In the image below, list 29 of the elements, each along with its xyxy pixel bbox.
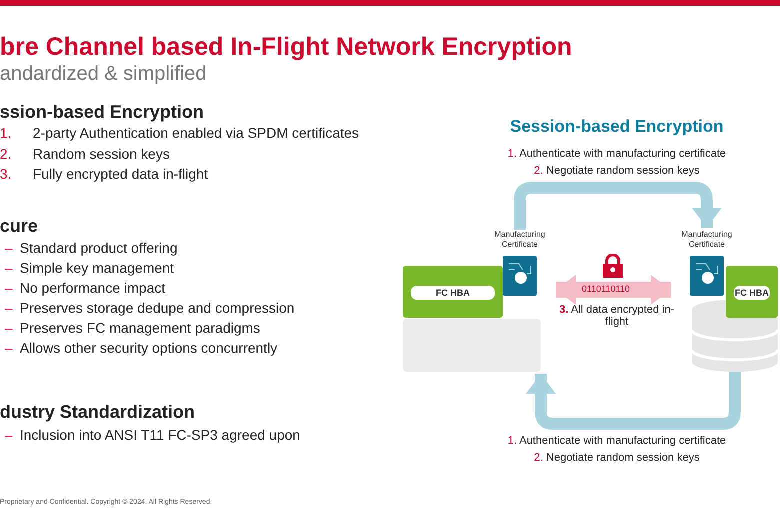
step-text: 3. All data encrypted in-flight	[558, 304, 676, 328]
step-text: 1. Authenticate with manufacturing certificate	[508, 148, 726, 160]
diagram-heading: Session-based Encryption	[510, 117, 724, 137]
edge-label: 0110110110	[580, 284, 632, 294]
section-heading: dustry Standardization	[0, 402, 196, 423]
server-chassis	[403, 319, 541, 372]
step-text: 2. Negotiate random session keys	[534, 452, 700, 464]
bullet-item: – Inclusion into ANSI T11 FC-SP3 agreed upon	[5, 427, 300, 443]
certificate-caption: Manufacturing Certificate	[680, 230, 734, 250]
bullet-item: – Simple key management	[5, 260, 174, 276]
bullet-item: – No performance impact	[5, 280, 166, 296]
step-text: 2. Negotiate random session keys	[534, 165, 700, 177]
card-label: FC HBA	[734, 286, 770, 300]
certificate-caption: Manufacturing Certificate	[494, 230, 546, 250]
bullet-item: – Standard product offering	[5, 240, 178, 256]
subtitle: andardized & simplified	[0, 63, 207, 86]
numbered-item: 1. 2-party Authentication enabled via SPDM certificates	[0, 125, 360, 141]
slide-title: bre Channel based In-Flight Network Encryption	[0, 33, 572, 62]
section-heading: cure	[0, 216, 38, 237]
bullet-item: – Preserves storage dedupe and compression	[5, 300, 295, 316]
section-heading: ssion-based Encryption	[0, 102, 204, 123]
numbered-item: 3. Fully encrypted data in-flight	[0, 166, 208, 182]
bullet-item: – Allows other security options concurrently	[5, 340, 278, 356]
card-label: FC HBA	[411, 286, 495, 300]
bullet-item: – Preserves FC management paradigms	[5, 320, 260, 336]
hba-card	[403, 266, 503, 318]
step-text: 1. Authenticate with manufacturing certificate	[508, 435, 726, 447]
numbered-item: 2. Random session keys	[0, 146, 170, 162]
hba-card	[726, 266, 778, 318]
